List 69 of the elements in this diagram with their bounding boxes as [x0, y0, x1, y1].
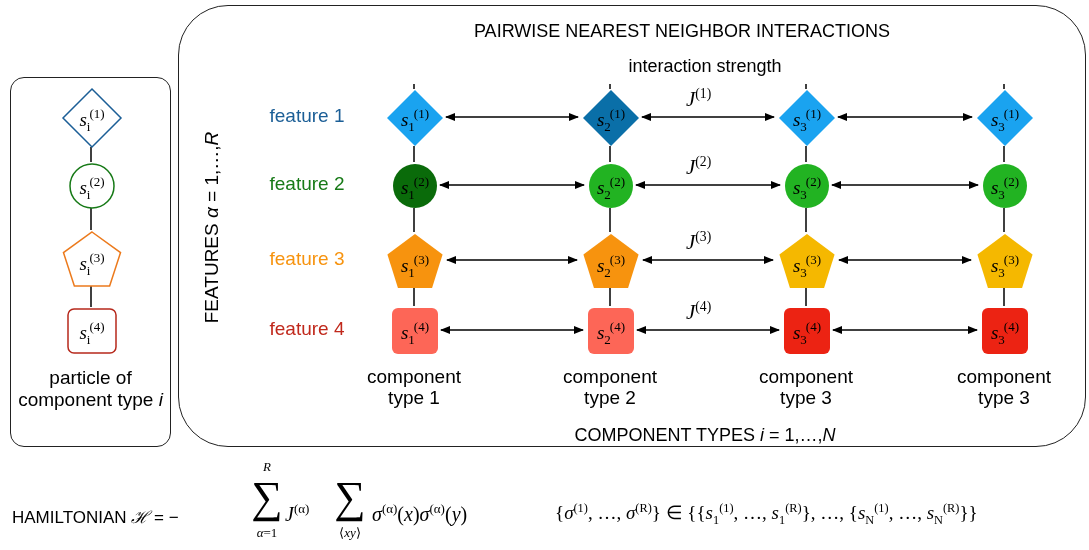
- rounded-square-node: [587, 307, 635, 355]
- label: interaction strength: [628, 57, 782, 77]
- circle-node: [784, 163, 830, 209]
- connector-line: [805, 287, 807, 307]
- label: feature 4: [269, 319, 345, 340]
- connector-line: [90, 146, 92, 163]
- rounded-square-node: [67, 308, 117, 354]
- circle-node: [588, 163, 634, 209]
- double-arrow: [641, 255, 775, 265]
- circle-node: [69, 163, 115, 209]
- pentagon-node: [581, 233, 641, 289]
- double-arrow: [438, 180, 586, 190]
- connector-line: [90, 207, 92, 231]
- diamond-node: [62, 88, 122, 148]
- connector-line: [805, 207, 807, 233]
- connector-line: [413, 287, 415, 307]
- circle-node: [982, 163, 1028, 209]
- rounded-square-node: [783, 307, 831, 355]
- connector-line: [609, 287, 611, 307]
- connector-line: [1003, 207, 1005, 233]
- rounded-panel: [10, 77, 171, 447]
- diamond-node: [778, 89, 836, 147]
- label: feature 2: [269, 174, 345, 195]
- circle-node: [392, 163, 438, 209]
- diamond-node: [976, 89, 1034, 147]
- double-arrow: [635, 325, 781, 335]
- rounded-square-node: [981, 307, 1029, 355]
- formula-text: R: [263, 460, 271, 475]
- connector-line: [413, 145, 415, 163]
- label: component type 3: [758, 367, 854, 409]
- axis-title: FEATURES α = 1,…,R: [202, 131, 224, 323]
- pentagon-node: [61, 231, 123, 287]
- double-arrow: [640, 112, 776, 122]
- double-arrow: [831, 325, 979, 335]
- label: feature 1: [269, 106, 345, 127]
- label: component type 2: [562, 367, 658, 409]
- formula-text: {σ$^{(1)}$, …, σ$^{(R)}$} ∈ {{s$_{1}$$^{(1)}$, …, s$_{1}$$^{(R)}$}, …, {s$_{N}$$^{(1)}$, …, s$_{N}$$^{(R)}$}}: [555, 502, 978, 528]
- double-arrow: [444, 112, 580, 122]
- connector-line: [1003, 145, 1005, 163]
- pentagon-node: [975, 233, 1035, 289]
- connector-line: [609, 145, 611, 163]
- double-arrow: [439, 325, 585, 335]
- formula-text: σ$^{(α)}$(x)σ$^{(α)}$(y): [372, 502, 468, 525]
- formula-text: α=1: [256, 526, 278, 541]
- double-arrow: [836, 112, 974, 122]
- pentagon-node: [777, 233, 837, 289]
- label: feature 3: [269, 249, 345, 270]
- formula-text: ⟨xy⟩: [339, 526, 361, 541]
- formula-text: J$^{(α)}$: [285, 502, 310, 525]
- double-arrow: [830, 180, 980, 190]
- connector-line: [90, 285, 92, 308]
- label: COMPONENT TYPES i = 1,…,N: [574, 426, 836, 446]
- diamond-node: [386, 89, 444, 147]
- double-arrow: [445, 255, 579, 265]
- double-arrow: [634, 180, 782, 190]
- label: component type 1: [366, 367, 462, 409]
- rounded-square-node: [391, 307, 439, 355]
- panel-caption: particle of component type i: [17, 367, 165, 411]
- connector-line: [413, 207, 415, 233]
- connector-line: [609, 207, 611, 233]
- panel-heading: PAIRWISE NEAREST NEIGHBOR INTERACTIONS: [472, 21, 892, 42]
- connector-line: [1003, 287, 1005, 307]
- pentagon-node: [385, 233, 445, 289]
- connector-line: [805, 145, 807, 163]
- label: component type 3: [956, 367, 1052, 409]
- rounded-panel: [178, 5, 1086, 447]
- double-arrow: [837, 255, 973, 265]
- diamond-node: [582, 89, 640, 147]
- formula-text: HAMILTONIAN ℋ = −: [12, 509, 179, 528]
